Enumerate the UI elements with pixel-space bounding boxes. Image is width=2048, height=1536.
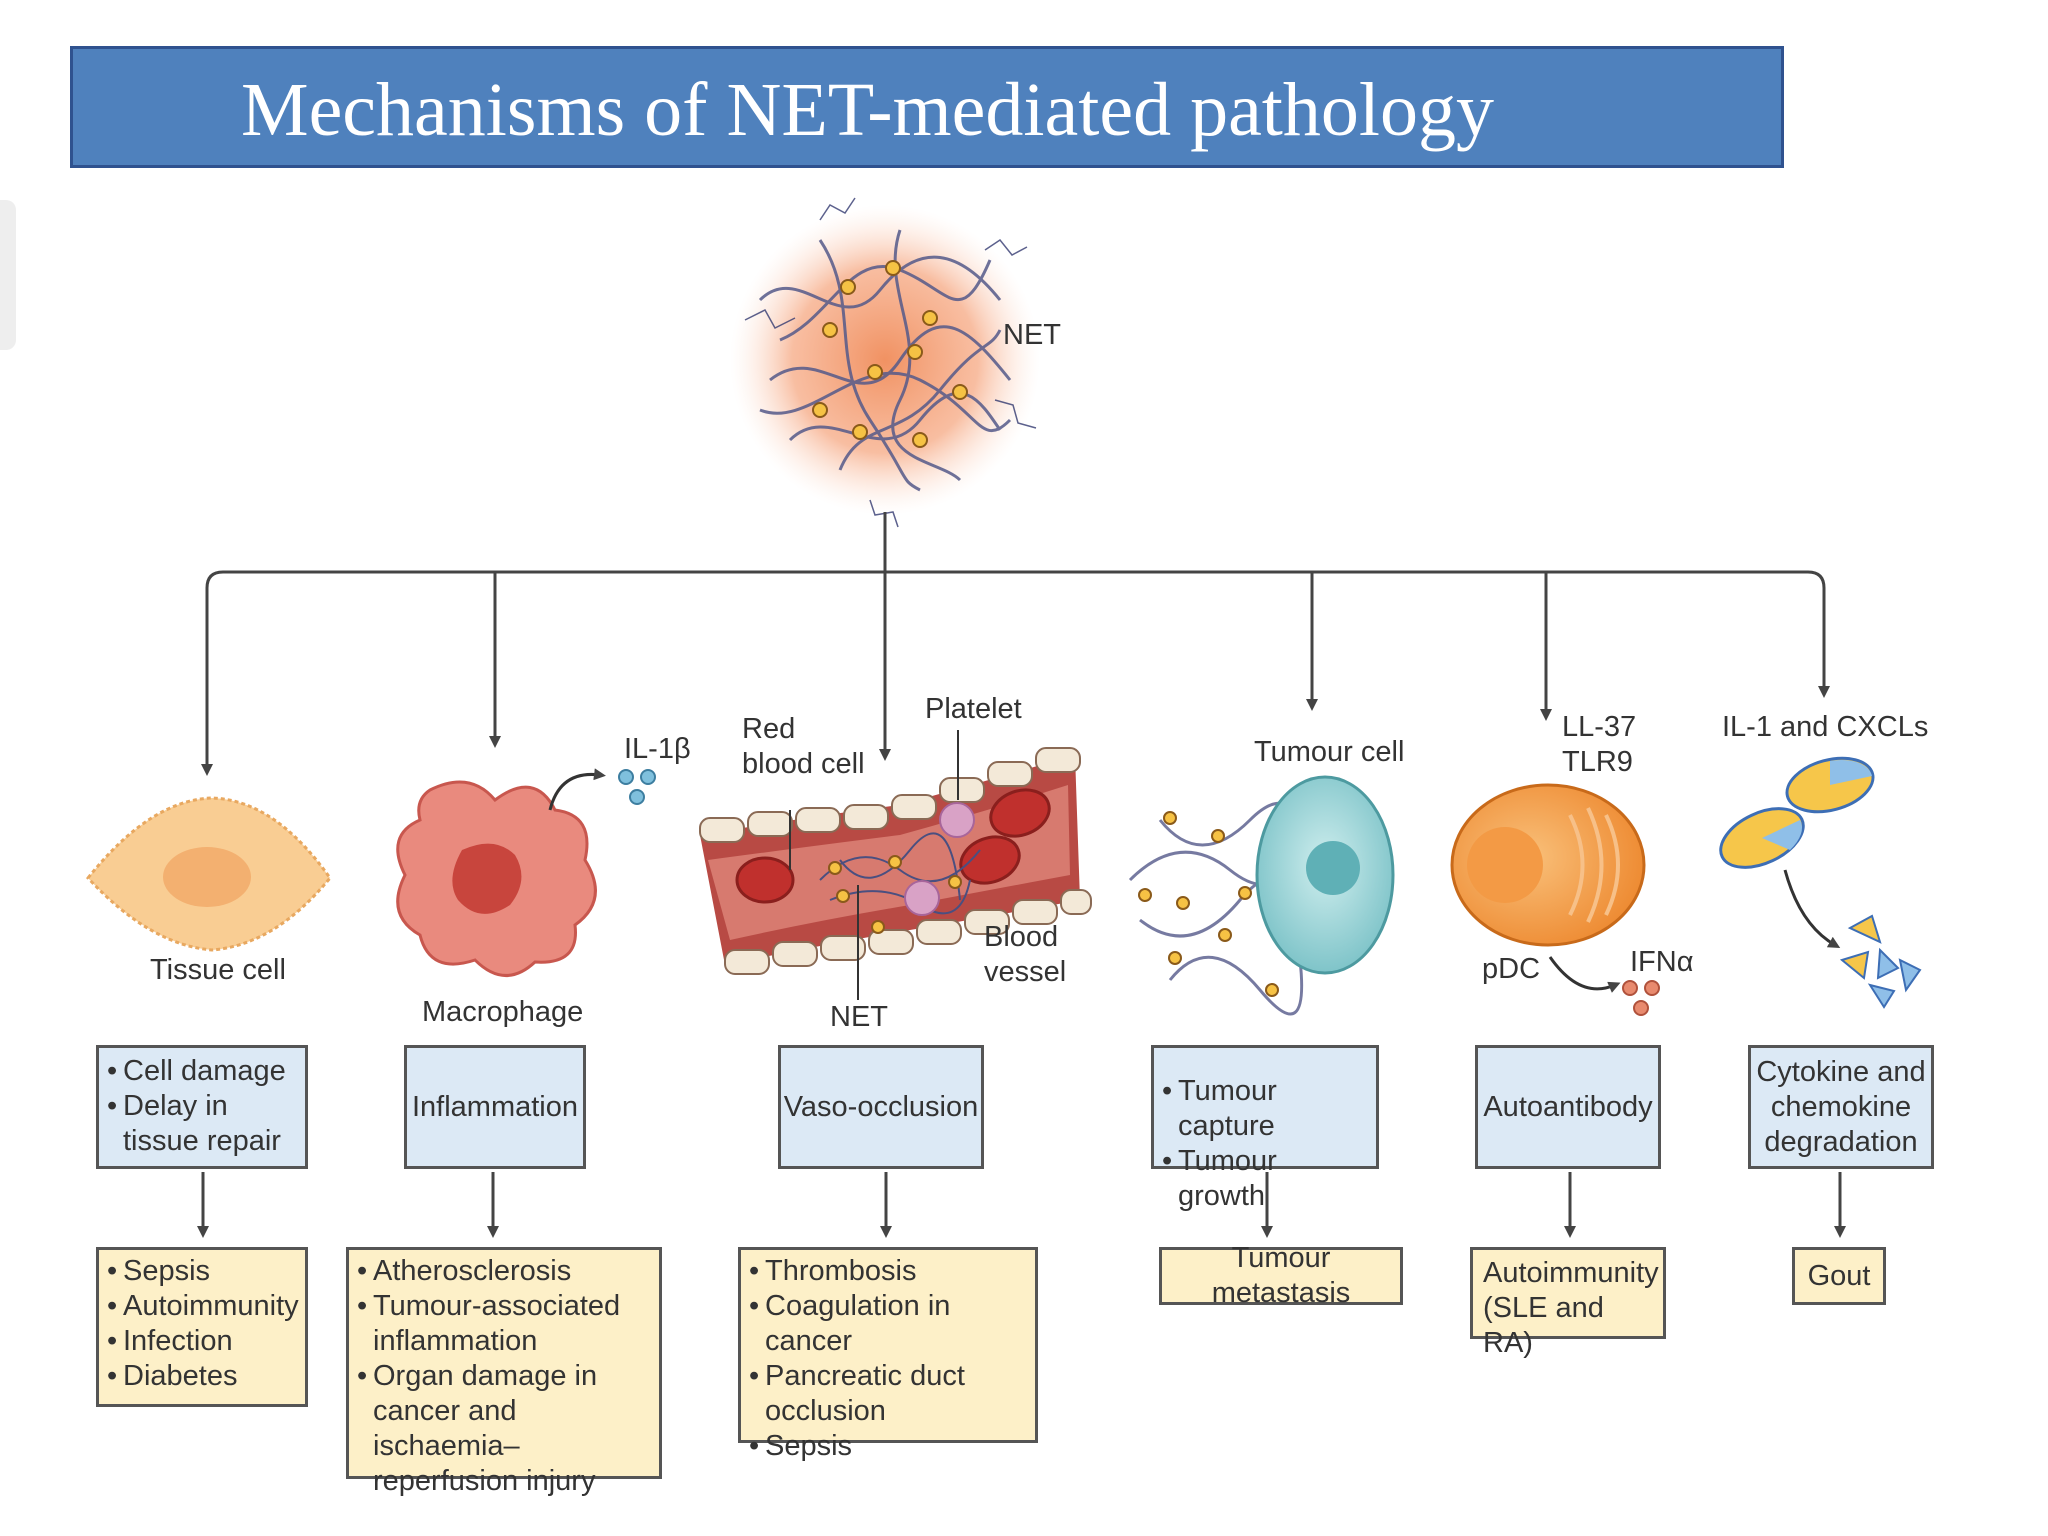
disease-box-autoantibody: Autoimmunity (SLE and RA) <box>1470 1247 1666 1359</box>
disease-text: Gout <box>1807 1259 1871 1292</box>
branch-connectors <box>201 512 1830 776</box>
mechanism-box-autoantibody: Autoantibody <box>1475 1045 1661 1169</box>
mechanism-box-cytokine: Cytokine and chemokine degradation <box>1748 1045 1934 1169</box>
list-item: Organ damage in cancer and ischaemia–rep… <box>357 1359 663 1499</box>
disease-box-inflammation: Atherosclerosis Tumour-associated inflam… <box>346 1247 662 1497</box>
list-item: Tumour growth <box>1162 1144 1368 1214</box>
mechanism-text: Autoantibody <box>1483 1090 1653 1123</box>
list-item: Diabetes <box>107 1359 297 1394</box>
outcome-arrows <box>197 1172 1846 1238</box>
list-item: Cell damage <box>107 1054 297 1089</box>
blood-vessel-illustration <box>699 730 1092 1000</box>
list-item: Tumour capture <box>1162 1074 1368 1144</box>
il1b-label: IL-1β <box>624 733 691 765</box>
disease-box-tumour: Tumour metastasis <box>1159 1242 1403 1309</box>
il1-cxcls-label: IL-1 and CXCLs <box>1722 711 1929 743</box>
list-item: Pancreatic duct occlusion <box>749 1359 995 1429</box>
list-item: Infection <box>107 1324 297 1359</box>
tumour-cell-label: Tumour cell <box>1254 736 1405 768</box>
pdc-illustration <box>1450 783 1660 1016</box>
mechanism-box-vaso-occlusion: Vaso-occlusion <box>778 1045 984 1169</box>
side-tab <box>0 200 16 350</box>
list-item: Thrombosis <box>749 1254 1027 1289</box>
list-item: Sepsis <box>749 1429 1027 1464</box>
red-blood-cell-label: Red blood cell <box>742 713 865 780</box>
mechanism-text: Vaso-occlusion <box>783 1090 979 1123</box>
ll37-tlr9-label: LL-37 TLR9 <box>1562 711 1637 778</box>
blood-vessel-label: Blood vessel <box>984 921 1067 988</box>
net-vessel-label: NET <box>830 1001 888 1033</box>
ifna-label: IFNα <box>1630 946 1694 978</box>
platelet-label: Platelet <box>925 693 1022 725</box>
net-illustration <box>730 197 1040 528</box>
disease-text: Tumour metastasis <box>1211 1242 1351 1309</box>
pdc-label: pDC <box>1482 953 1541 985</box>
mechanism-text: Cytokine and chemokine degradation <box>1756 1055 1926 1158</box>
macrophage-label: Macrophage <box>422 996 584 1028</box>
disease-box-vaso-occlusion: Thrombosis Coagulation in cancer Pancrea… <box>738 1247 1038 1464</box>
list-item: Atherosclerosis <box>357 1254 651 1289</box>
tissue-cell-illustration <box>86 796 332 952</box>
tumour-cell-illustration <box>1128 775 1395 1016</box>
disease-box-cytokine: Gout <box>1792 1247 1886 1305</box>
mechanism-box-tumour: Tumour capture Tumour growth <box>1151 1045 1379 1212</box>
list-item: Autoimmunity <box>107 1289 299 1324</box>
macrophage-illustration <box>396 768 656 977</box>
net-label: NET <box>1003 319 1061 351</box>
page-title: Mechanisms of NET-mediated pathology <box>241 68 1495 152</box>
list-item: Coagulation in cancer <box>749 1289 1027 1359</box>
mechanism-box-inflammation: Inflammation <box>404 1045 586 1169</box>
list-item: Sepsis <box>107 1254 297 1289</box>
disease-box-tissue: Sepsis Autoimmunity Infection Diabetes <box>96 1247 308 1407</box>
mechanism-box-tissue: Cell damage Delay in tissue repair <box>96 1045 308 1169</box>
list-item: Tumour-associated inflammation <box>357 1289 623 1359</box>
title-banner: Mechanisms of NET-mediated pathology <box>70 46 1784 168</box>
mechanism-text: Inflammation <box>411 1090 578 1123</box>
tissue-cell-label: Tissue cell <box>150 954 286 986</box>
cytokine-illustration <box>1719 756 1922 1009</box>
list-item: Delay in tissue repair <box>107 1089 303 1159</box>
disease-text: Autoimmunity (SLE and RA) <box>1483 1257 1659 1359</box>
